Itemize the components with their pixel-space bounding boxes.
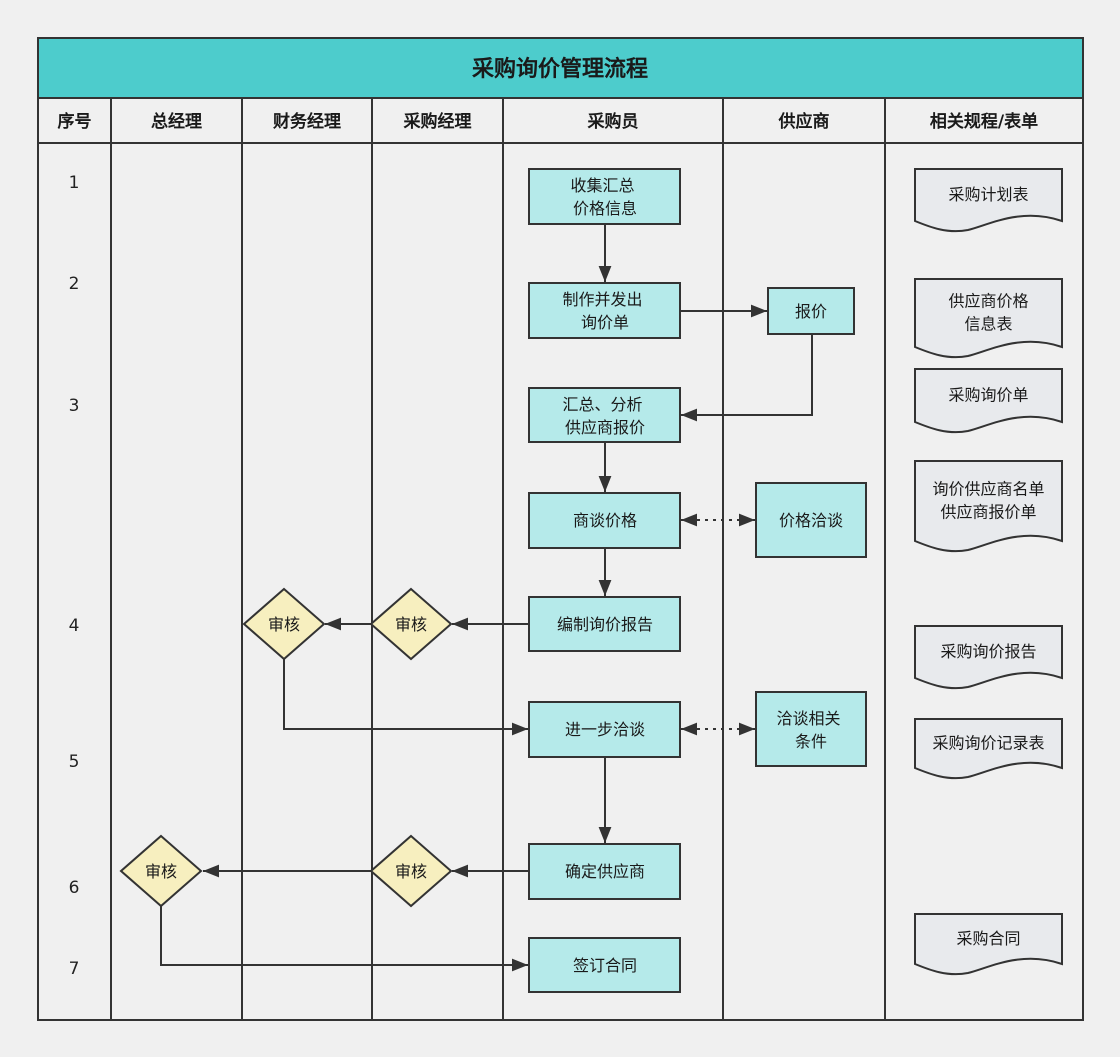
row-number: 6 <box>69 878 80 898</box>
node-label: 收集汇总 <box>570 176 634 195</box>
decision-review-fin: 审核 <box>242 587 326 661</box>
process-further: 进一步洽谈 <box>528 701 681 758</box>
node-label: 汇总、分析 <box>562 395 642 414</box>
column-header: 供应商 <box>778 111 830 132</box>
document-shape: 采购询价报告 <box>914 625 1063 690</box>
process-price-talk: 价格洽谈 <box>755 482 867 558</box>
table-frame <box>37 97 1084 1021</box>
document-shape: 采购询价单 <box>914 368 1063 434</box>
column-header: 总经理 <box>151 111 202 132</box>
svg-text:收集汇总 价格信息: 收集汇总 价格信息 <box>570 176 639 218</box>
column-header: 相关规程/表单 <box>930 111 1038 132</box>
decision-review-pm2: 审核 <box>369 834 453 908</box>
column-header: 采购经理 <box>403 111 472 132</box>
node-label: 供应商报价 <box>565 418 645 437</box>
process-collect: 收集汇总 价格信息 <box>528 168 681 225</box>
svg-text:审核: 审核 <box>268 615 300 634</box>
svg-text:审核: 审核 <box>145 862 177 881</box>
row-number: 5 <box>69 752 80 772</box>
process-make-inquiry: 制作并发出 询价单 <box>528 282 681 339</box>
title-bar <box>37 37 1084 99</box>
svg-text:价格洽谈: 价格洽谈 <box>779 511 843 530</box>
decision-review-gm: 审核 <box>119 834 203 908</box>
svg-text:进一步洽谈: 进一步洽谈 <box>565 720 645 739</box>
process-negotiate: 商谈价格 <box>528 492 681 549</box>
process-report: 编制询价报告 <box>528 596 681 652</box>
document-shape: 采购计划表 <box>914 168 1063 233</box>
node-label: 确定供应商 <box>565 862 645 881</box>
process-terms: 洽谈相关 条件 <box>755 691 867 767</box>
node-label: 签订合同 <box>573 956 637 975</box>
document-label: 供应商价格 <box>948 292 1028 311</box>
svg-text:制作并发出 询价单: 制作并发出 询价单 <box>562 290 647 332</box>
node-label: 价格洽谈 <box>779 511 843 530</box>
row-number: 7 <box>69 959 80 979</box>
row-number: 2 <box>69 274 80 294</box>
row-number: 1 <box>69 173 80 193</box>
node-label: 询价单 <box>581 313 629 332</box>
column-header: 序号 <box>58 111 92 132</box>
document-label: 采购询价报告 <box>940 642 1036 661</box>
column-header: 财务经理 <box>272 111 341 132</box>
process-sign: 签订合同 <box>528 937 681 993</box>
diagram-title: 采购询价管理流程 <box>472 56 648 82</box>
edge-review-gm-to-sign <box>160 906 528 972</box>
row-number: 4 <box>69 616 80 636</box>
node-label: 审核 <box>145 862 177 881</box>
process-quote: 报价 <box>767 287 855 335</box>
document-label: 信息表 <box>964 315 1012 334</box>
column-header: 采购员 <box>587 111 639 132</box>
svg-text:编制询价报告: 编制询价报告 <box>557 615 653 634</box>
node-label: 进一步洽谈 <box>565 720 645 739</box>
node-label: 审核 <box>268 615 300 634</box>
node-label: 报价 <box>795 302 827 321</box>
document-label: 供应商报价单 <box>940 503 1036 522</box>
node-label: 价格信息 <box>573 199 637 218</box>
process-confirm: 确定供应商 <box>528 843 681 900</box>
node-label: 审核 <box>395 862 427 881</box>
document-label: 采购询价单 <box>948 386 1028 405</box>
document-shape: 采购合同 <box>914 913 1063 976</box>
svg-text:洽谈相关 条件: 洽谈相关 条件 <box>776 709 845 751</box>
svg-text:汇总、分析 供应商报价: 汇总、分析 供应商报价 <box>562 395 647 437</box>
decision-review-pm: 审核 <box>369 587 453 661</box>
document-label: 采购计划表 <box>948 185 1028 204</box>
process-analyze: 汇总、分析 供应商报价 <box>528 387 681 443</box>
document-label: 采购合同 <box>956 929 1020 948</box>
document-shape: 采购询价记录表 <box>914 718 1063 780</box>
node-label: 商谈价格 <box>573 511 637 530</box>
edge-review-fin-to-further <box>283 659 528 736</box>
edge-quote-to-analyze <box>681 334 813 422</box>
svg-text:商谈价格: 商谈价格 <box>573 511 637 530</box>
svg-text:报价: 报价 <box>795 302 827 321</box>
node-label: 审核 <box>395 615 427 634</box>
document-label: 采购询价记录表 <box>932 734 1044 753</box>
node-label: 洽谈相关 <box>776 709 840 728</box>
svg-text:确定供应商: 确定供应商 <box>565 862 645 881</box>
node-label: 条件 <box>795 732 827 751</box>
node-label: 制作并发出 <box>562 290 642 309</box>
row-number: 3 <box>69 396 80 416</box>
svg-text:审核: 审核 <box>395 615 427 634</box>
node-label: 编制询价报告 <box>557 615 653 634</box>
document-label: 询价供应商名单 <box>932 480 1044 499</box>
svg-text:审核: 审核 <box>395 862 427 881</box>
svg-text:签订合同: 签订合同 <box>573 956 637 975</box>
